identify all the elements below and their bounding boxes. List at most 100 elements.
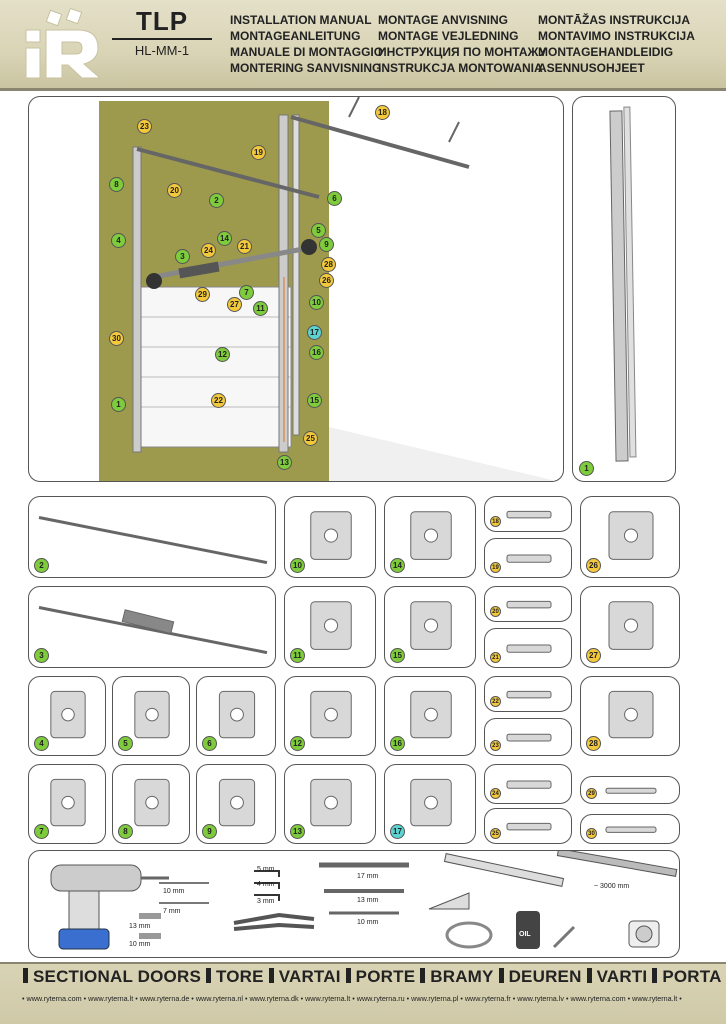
category-label: VARTAI [278, 967, 341, 986]
part-drawing [218, 778, 256, 827]
part-panel-29: 29 [580, 776, 680, 804]
callout-20: 20 [167, 183, 182, 198]
part-panel-27: 27 [580, 586, 680, 668]
callout-13: 13 [277, 455, 292, 470]
part-number: 6 [202, 736, 217, 751]
callout-9: 9 [319, 237, 334, 252]
part-panel-1: 1 [572, 96, 676, 482]
footer-divider [0, 962, 726, 964]
part-drawing [506, 780, 552, 789]
title-text: ИНСТРУКЦИЯ ПО МОНТАЖУ [378, 45, 547, 59]
callout-22: 22 [211, 393, 226, 408]
part-drawing [506, 644, 552, 653]
callout-18: 18 [375, 105, 390, 120]
title-text: MONTAGEHANDLEIDIG [538, 45, 674, 59]
callout-11: 11 [253, 301, 268, 316]
part-panel-12: 12 [284, 676, 376, 756]
part-drawing [605, 826, 657, 833]
title-column-2: MONTAGE ANVISNING MONTAGE VEJLEDNING ИНС… [378, 12, 546, 76]
part-panel-6: 6 [196, 676, 276, 756]
hex-key-label: 3 mm [257, 898, 275, 905]
part-panel-26: 26 [580, 496, 680, 578]
part-drawing [134, 778, 170, 827]
door-assembly-drawing [99, 97, 557, 481]
title-text: MONTAVIMO INSTRUKCIJA [538, 29, 695, 43]
part-drawing [38, 516, 268, 565]
model-block: TLP HL-MM-1 [112, 6, 212, 76]
part-number: 24 [490, 788, 501, 799]
part-panel-9: 9 [196, 764, 276, 844]
callout-14: 14 [217, 231, 232, 246]
vertical-track-drawing [609, 106, 637, 462]
part-number: 5 [118, 736, 133, 751]
part-number: 15 [390, 648, 405, 663]
title-text: MONTĀŽAS INSTRUKCIJA [538, 13, 690, 27]
wrench-label: 17 mm [357, 873, 379, 880]
part-number: 4 [34, 736, 49, 751]
drill-bit-label: 13 mm [129, 923, 151, 930]
title-text: ASENNUSOHJEET [538, 61, 645, 75]
part-panel-19: 19 [484, 538, 572, 578]
title-text: INSTALLATION MANUAL [230, 13, 372, 27]
callout-16: 16 [309, 345, 324, 360]
category-label: DEUREN [508, 967, 582, 986]
category-label: SECTIONAL DOORS [33, 967, 201, 986]
category-separator [345, 968, 351, 983]
wrench-label: 13 mm [357, 897, 379, 904]
part-drawing [310, 778, 352, 827]
part-panel-13: 13 [284, 764, 376, 844]
callout-6: 6 [327, 191, 342, 206]
hex-key-label: 4 mm [257, 881, 275, 888]
model-code: TLP [112, 6, 212, 40]
part-panel-5: 5 [112, 676, 190, 756]
part-panel-11: 11 [284, 586, 376, 668]
part-number: 26 [586, 558, 601, 573]
part-number: 14 [390, 558, 405, 573]
part-drawing [38, 606, 268, 655]
callout-8: 8 [109, 177, 124, 192]
callout-19: 19 [251, 145, 266, 160]
part-number: 17 [390, 824, 405, 839]
wrench-label: 10 mm [357, 919, 379, 926]
category-separator [268, 968, 274, 983]
part-panel-23: 23 [484, 718, 572, 756]
title-text: INSTRUKCJA MONTOWANIA [378, 61, 543, 75]
callout-12: 12 [215, 347, 230, 362]
part-drawing [608, 690, 654, 739]
part-drawing [608, 511, 654, 560]
title-text: MONTAGE ANVISNING [378, 13, 509, 27]
part-number: 11 [290, 648, 305, 663]
part-drawing [410, 601, 452, 650]
part-drawing [134, 690, 170, 739]
callout-21: 21 [237, 239, 252, 254]
title-text: MONTERING SANVISNING [230, 61, 382, 75]
part-number: 21 [490, 652, 501, 663]
category-separator [205, 968, 211, 983]
part-drawing [218, 690, 256, 739]
model-subcode: HL-MM-1 [134, 43, 190, 58]
drill-bit-label: 7 mm [163, 908, 181, 915]
drill-bit-label: 10 mm [129, 941, 151, 948]
tools-drawing [50, 851, 678, 950]
part-panel-30: 30 [580, 814, 680, 844]
rail-length-label: ~ 3000 mm [594, 883, 630, 890]
category-label: VARTI [596, 967, 648, 986]
category-label: PORTE [355, 967, 416, 986]
callout-7: 7 [239, 285, 254, 300]
part-number: 10 [290, 558, 305, 573]
tools-panel: 10 mm 7 mm 13 mm 10 mm 5 mm 4 mm 3 mm 17… [28, 850, 680, 958]
title-column-1: INSTALLATION MANUAL MONTAGEANLEITUNG MAN… [230, 12, 383, 76]
category-separator [498, 968, 504, 983]
part-number: 25 [490, 828, 501, 839]
callout-4: 4 [111, 233, 126, 248]
part-drawing [50, 778, 86, 827]
part-drawing [50, 690, 86, 739]
part-panel-16: 16 [384, 676, 476, 756]
part-drawing [310, 601, 352, 650]
part-panel-17: 17 [384, 764, 476, 844]
callout-1: 1 [111, 397, 126, 412]
callout-3: 3 [175, 249, 190, 264]
category-label: TORE [215, 967, 264, 986]
